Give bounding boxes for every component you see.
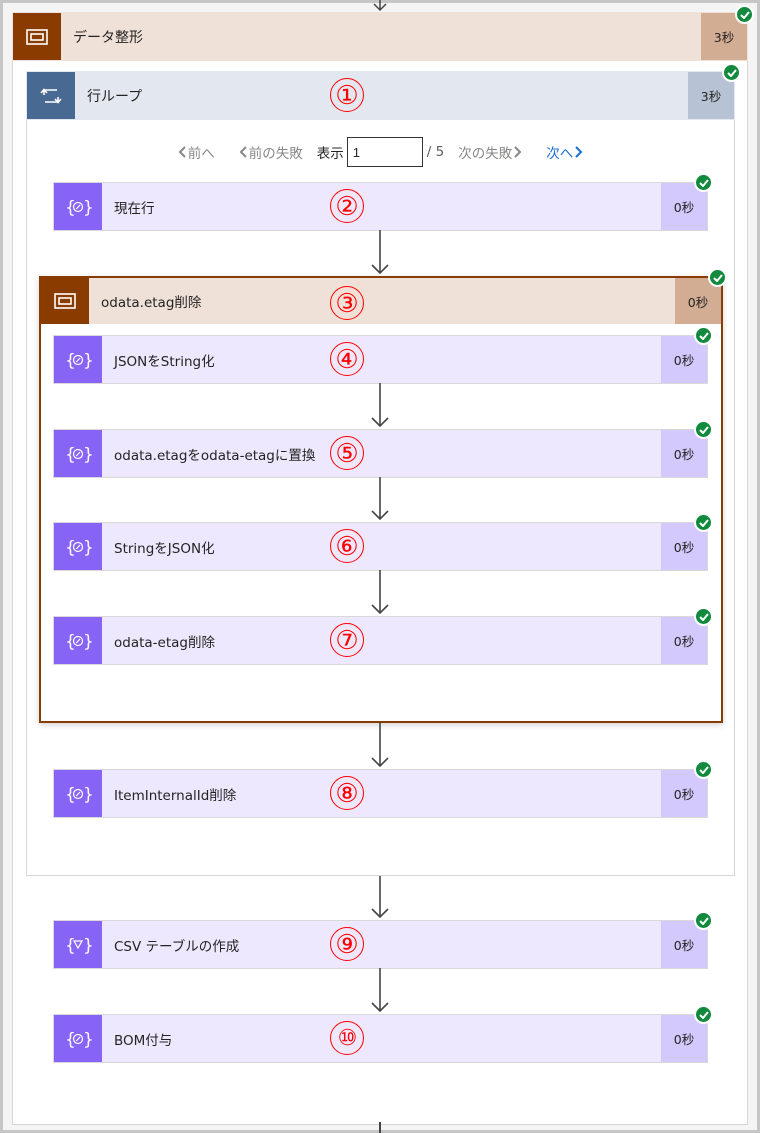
annotation-marker: ④ (330, 342, 364, 376)
svg-text:{: { (65, 351, 76, 371)
connector-arrow-top (373, 0, 387, 12)
csv-table-icon: {} (54, 921, 102, 968)
annotation-marker: ⑩ (330, 1021, 364, 1055)
iteration-input[interactable] (346, 137, 423, 167)
chevron-left-icon (239, 146, 247, 158)
scope-icon (13, 13, 61, 60)
svg-text:{: { (65, 785, 76, 805)
action-title: StringをJSON化 (114, 540, 215, 557)
compose-icon: {} (54, 183, 102, 230)
scope-data-shaping-header[interactable]: データ整形 3秒 (12, 12, 748, 61)
svg-text:}: } (83, 1030, 92, 1050)
action-card-remove-odata-etag[interactable]: {} odata-etag削除 0秒 (53, 616, 708, 665)
success-check-icon (694, 760, 713, 779)
scope-title: データ整形 (73, 29, 143, 46)
chevron-right-icon (514, 146, 522, 158)
annotation-marker: ⑦ (330, 623, 364, 657)
success-check-icon (708, 268, 727, 287)
show-label: 表示 (316, 146, 344, 162)
action-title: odata-etag削除 (114, 634, 215, 651)
svg-text:}: } (83, 351, 92, 371)
success-check-icon (694, 513, 713, 532)
success-check-icon (694, 326, 713, 345)
action-title: odata.etagをodata-etagに置換 (114, 447, 316, 464)
svg-text:{: { (65, 198, 76, 218)
annotation-marker: ② (330, 189, 364, 223)
action-title: ItemInternalId削除 (114, 787, 237, 804)
connector-arrow (371, 230, 389, 275)
action-duration: 0秒 (661, 617, 707, 664)
prev-label: 前へ (187, 146, 215, 162)
success-check-icon (735, 5, 754, 24)
action-card-remove-item-internal-id[interactable]: {} ItemInternalId削除 0秒 (53, 769, 708, 818)
loop-title: 行ループ (87, 88, 143, 105)
connector-arrow (371, 968, 389, 1013)
chevron-right-icon (575, 146, 583, 158)
action-title: 現在行 (114, 200, 155, 217)
loop-icon (27, 72, 75, 119)
action-card-replace-etag[interactable]: {} odata.etagをodata-etagに置換 0秒 (53, 429, 708, 478)
success-check-icon (722, 63, 741, 82)
scope-duration: 3秒 (701, 13, 747, 60)
success-check-icon (694, 173, 713, 192)
chevron-left-icon (178, 146, 186, 158)
prev-button[interactable]: 前へ (176, 142, 215, 162)
prev-failed-button[interactable]: 前の失敗 (237, 142, 303, 162)
annotation-marker: ⑥ (330, 529, 364, 563)
svg-text:{: { (65, 445, 76, 465)
compose-icon: {} (54, 770, 102, 817)
compose-icon: {} (54, 336, 102, 383)
svg-text:{: { (65, 632, 76, 652)
next-label: 次へ (546, 146, 574, 162)
scope-icon (41, 278, 89, 324)
svg-text:{: { (65, 538, 76, 558)
connector-arrow (371, 477, 389, 521)
next-failed-button[interactable]: 次の失敗 (458, 142, 524, 162)
next-button[interactable]: 次へ (546, 142, 585, 162)
svg-text:}: } (83, 538, 92, 558)
prev-failed-label: 前の失敗 (248, 146, 303, 162)
svg-text:{: { (65, 1030, 76, 1050)
action-title: JSONをString化 (114, 353, 215, 370)
success-check-icon (694, 911, 713, 930)
annotation-marker: ① (330, 78, 364, 112)
connector-arrow (371, 383, 389, 428)
annotation-marker: ⑧ (330, 776, 364, 810)
svg-text:}: } (83, 785, 92, 805)
svg-text:}: } (83, 445, 92, 465)
compose-icon: {} (54, 430, 102, 477)
loop-pager: 前へ 前の失敗 表示 / 5 次の失敗 次へ (26, 136, 735, 168)
scope-title: odata.etag削除 (101, 295, 202, 311)
action-duration: 0秒 (661, 430, 707, 477)
next-failed-label: 次の失敗 (458, 146, 513, 162)
connector-arrow (371, 722, 389, 768)
success-check-icon (694, 607, 713, 626)
action-title: BOM付与 (114, 1032, 173, 1049)
svg-text:}: } (83, 198, 92, 218)
action-duration: 0秒 (661, 770, 707, 817)
annotation-marker: ⑤ (330, 436, 364, 470)
compose-icon: {} (54, 1015, 102, 1062)
svg-text:}: } (83, 632, 92, 652)
success-check-icon (694, 420, 713, 439)
svg-text:}: } (83, 936, 92, 956)
compose-icon: {} (54, 617, 102, 664)
success-check-icon (694, 1005, 713, 1024)
svg-text:{: { (65, 936, 76, 956)
iteration-total: / 5 (426, 144, 445, 160)
compose-icon: {} (54, 523, 102, 570)
annotation-marker: ⑨ (330, 927, 364, 961)
action-title: CSV テーブルの作成 (114, 938, 240, 955)
connector-arrow (371, 570, 389, 615)
scope-odata-etag-header[interactable]: odata.etag削除 0秒 (41, 278, 721, 324)
connector-line-bottom (379, 1122, 381, 1133)
connector-arrow (371, 876, 389, 919)
loop-header[interactable]: 行ループ 3秒 (26, 71, 735, 120)
annotation-marker: ③ (330, 286, 364, 320)
